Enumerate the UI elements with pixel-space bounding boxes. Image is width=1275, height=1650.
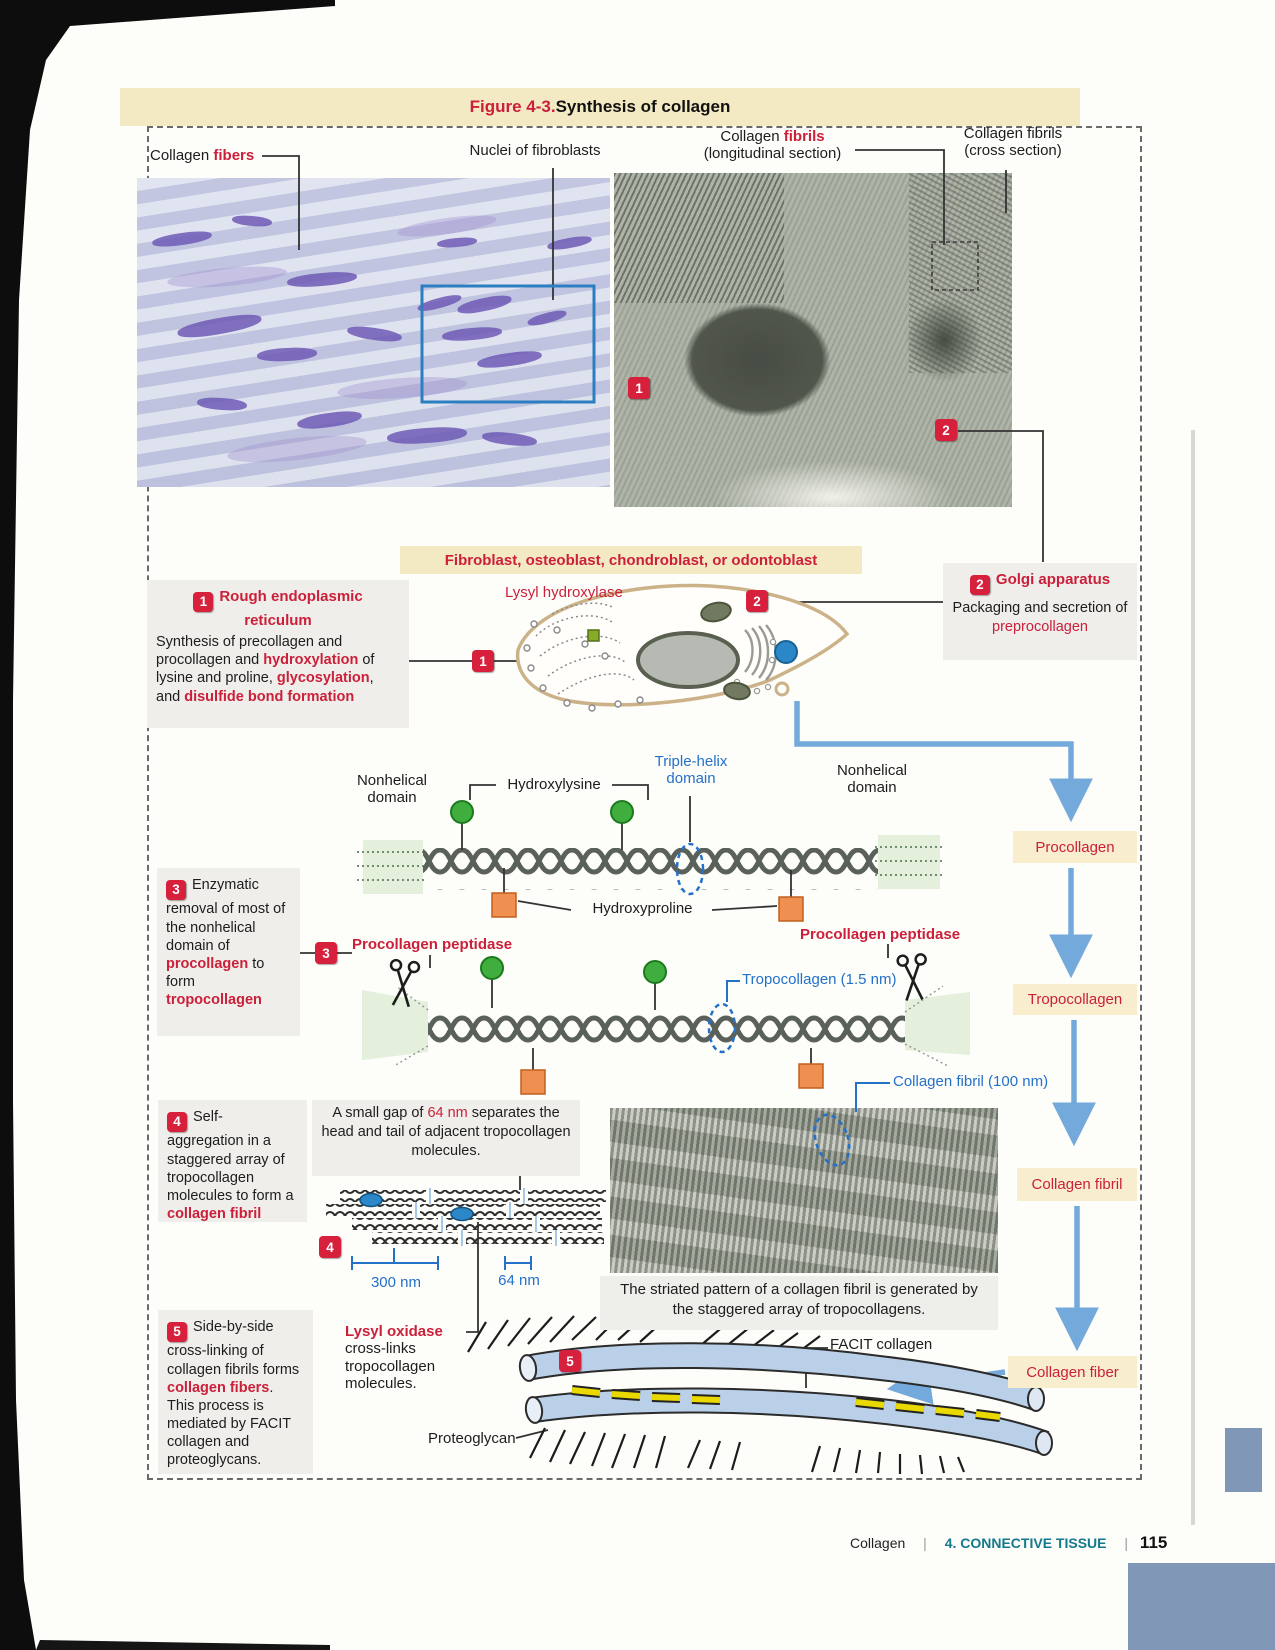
- label-hydroxyproline: Hydroxyproline: [592, 900, 693, 917]
- flow-label-collagen-fibril: Collagen fibril: [1017, 1168, 1137, 1201]
- step2-chip: 2: [969, 575, 990, 596]
- proteoglycan-bristles: [686, 1439, 966, 1475]
- label-nonhelical-left: Nonhelical domain: [356, 772, 428, 807]
- label-nuclei-fibroblasts: Nuclei of fibroblasts: [469, 142, 601, 159]
- label-collagen-fibril-size: Collagen fibril (100 nm): [893, 1073, 1049, 1090]
- footer-separator: |: [923, 1535, 927, 1551]
- step4-chip: 4: [167, 1112, 187, 1133]
- light-micrograph-image: [137, 178, 610, 487]
- figure-title-bar: Figure 4-3. Synthesis of collagen: [120, 88, 1080, 126]
- collagen-fiber-drawing: [467, 1315, 1053, 1475]
- fibril-micrograph-image: [610, 1108, 998, 1273]
- label-nonhelical-right: Nonhelical domain: [836, 762, 908, 797]
- label-lysyl-hydroxylase: Lysyl hydroxylase: [505, 584, 623, 601]
- nucleus-drawing: [636, 631, 740, 689]
- cell-type-banner: Fibroblast, osteoblast, chondroblast, or…: [400, 546, 862, 574]
- mitochondrion-icon: [700, 601, 732, 623]
- em-striation-right: [909, 173, 1012, 373]
- procollagen-diagram: [357, 800, 944, 922]
- label-facit-collagen: FACIT collagen: [830, 1336, 933, 1353]
- book-bottom-edge: [36, 1640, 330, 1650]
- fibril-highlight: [813, 1113, 851, 1167]
- flow-label-procollagen: Procollagen: [1013, 831, 1137, 863]
- secretory-vesicle-icon: [774, 640, 798, 664]
- step3-chip: 3: [166, 880, 186, 901]
- em-marker-2: 2: [935, 419, 957, 441]
- blue-leaders: [351, 980, 890, 1270]
- cell-marker-1: 1: [472, 650, 494, 672]
- figure-border: [147, 126, 1142, 1480]
- electron-micrograph-image: [614, 173, 1012, 507]
- staggered-array-diagram: [326, 1188, 606, 1246]
- footer-page-number: 115: [1139, 1533, 1168, 1552]
- diagram-marker-4: 4: [319, 1236, 341, 1258]
- chapter-tab-small: [1225, 1428, 1262, 1492]
- hydroxylysine-icon: [610, 800, 634, 824]
- em-inset-dashed-rectangle: [931, 241, 979, 291]
- tropocollagen-highlight: [707, 1002, 737, 1054]
- lysyl-oxidase-icon: [359, 1192, 383, 1208]
- hydroxylysine-icon: [643, 960, 667, 984]
- label-triple-helix-domain: Triple-helix domain: [654, 753, 728, 788]
- label-proteoglycan: Proteoglycan: [428, 1430, 516, 1447]
- gap-note: A small gap of 64 nm separates the head …: [312, 1100, 580, 1176]
- footer-chapter: 4. CONNECTIVE TISSUE: [944, 1535, 1107, 1551]
- label-collagen-fibrils-longitudinal: Collagen fibrils (longitudinal section): [703, 128, 842, 163]
- footer-separator: |: [1124, 1535, 1129, 1551]
- step5-chip: 5: [167, 1322, 187, 1343]
- label-300nm: 300 nm: [370, 1274, 422, 1291]
- chapter-tab-large: [1128, 1563, 1275, 1650]
- hydroxyproline-icon: [491, 892, 517, 918]
- em-marker-1: 1: [628, 377, 650, 399]
- hydroxyproline-icon: [778, 896, 804, 922]
- diagram-marker-3: 3: [315, 942, 337, 964]
- flow-label-collagen-fiber: Collagen fiber: [1008, 1356, 1137, 1388]
- label-tropocollagen-size: Tropocollagen (1.5 nm): [742, 971, 897, 988]
- hydroxyproline-icon: [798, 1063, 824, 1089]
- step1-chip: 1: [193, 592, 214, 613]
- hydroxylysine-icon: [450, 800, 474, 824]
- figure-title: Synthesis of collagen: [555, 97, 731, 116]
- footer-section: Collagen: [850, 1535, 906, 1551]
- triple-helix-highlight: [675, 842, 705, 896]
- lm-inset-rectangle: [420, 284, 596, 404]
- endoplasmic-reticulum-drawing: [535, 602, 635, 695]
- label-hydroxylysine: Hydroxylysine: [507, 776, 601, 793]
- lysyl-hydroxylase-icon: [587, 629, 600, 642]
- figure-number: Figure 4-3.: [469, 97, 556, 116]
- label-collagen-fibrils-cross: Collagen fibrils (cross section): [963, 125, 1063, 160]
- page-footer: Collagen | 4. CONNECTIVE TISSUE | 115: [850, 1533, 1167, 1553]
- label-64nm: 64 nm: [498, 1272, 540, 1289]
- em-striation-topleft: [614, 173, 784, 303]
- collagen-fibril-tube: [528, 1387, 1050, 1456]
- tropocollagen-diagram: [362, 952, 970, 1095]
- label-procollagen-peptidase-right: Procollagen peptidase: [800, 926, 961, 943]
- striated-caption: The striated pattern of a collagen fibri…: [600, 1276, 998, 1330]
- lysyl-oxidase-icon: [450, 1206, 474, 1222]
- ribosome-dots: [523, 620, 644, 712]
- facit-collagen-dashes: [571, 1385, 1001, 1422]
- mitochondrion-icon: [723, 681, 751, 701]
- fibroblast-cell-drawing: [515, 583, 850, 712]
- flow-label-tropocollagen: Tropocollagen: [1013, 984, 1137, 1015]
- label-procollagen-peptidase-left: Procollagen peptidase: [352, 936, 513, 953]
- diagram-marker-5: 5: [559, 1350, 581, 1372]
- lysyl-oxidase-note: Lysyl oxidase cross-links tropocollagen …: [345, 1323, 443, 1393]
- cell-marker-2: 2: [746, 590, 768, 612]
- label-collagen-fibers: Collagen fibers: [150, 147, 255, 164]
- hydroxyproline-icon: [520, 1069, 546, 1095]
- proteoglycan-bristles: [529, 1427, 667, 1469]
- hydroxylysine-icon: [480, 956, 504, 980]
